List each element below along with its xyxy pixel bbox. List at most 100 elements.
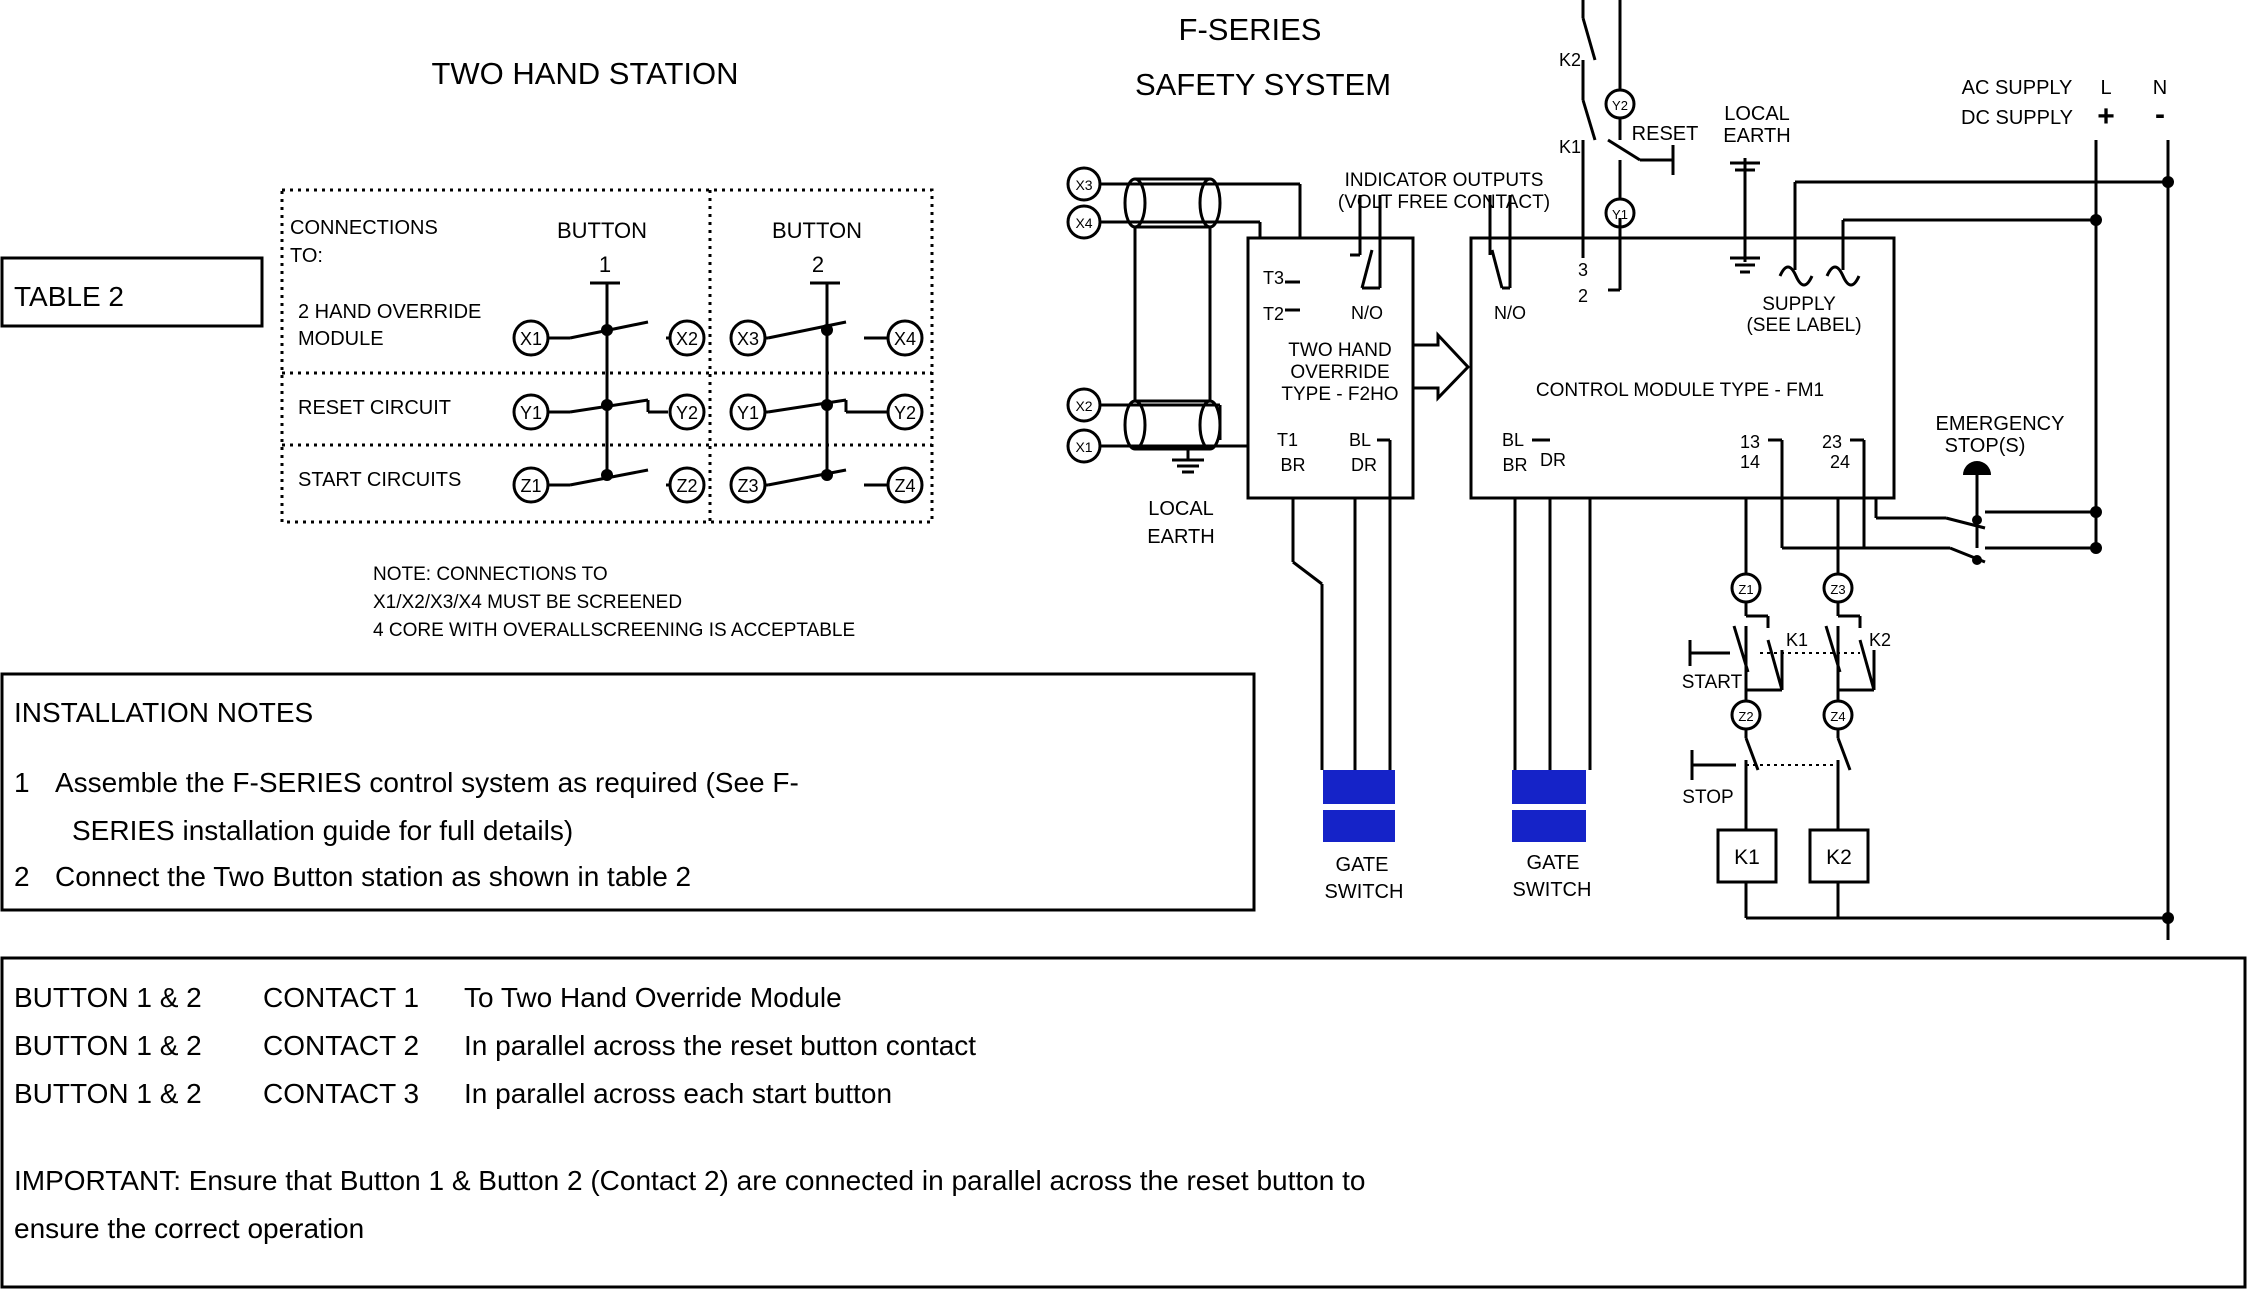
svg-text:Z3: Z3 bbox=[1830, 582, 1845, 597]
svg-text:X2: X2 bbox=[676, 329, 698, 349]
fm1-bl-label: BL bbox=[1502, 430, 1524, 450]
fm1-terminal-14: 14 bbox=[1740, 452, 1760, 472]
fm1-terminal-3: 3 bbox=[1578, 260, 1588, 280]
svg-text:Y1: Y1 bbox=[1612, 207, 1628, 222]
svg-text:BUTTON 1 & 2: BUTTON 1 & 2 bbox=[14, 1030, 202, 1061]
gate-switch-2-label-1: GATE bbox=[1527, 852, 1580, 874]
svg-text:Z2: Z2 bbox=[676, 476, 697, 496]
contact-info-box bbox=[0, 956, 2247, 1289]
supply-ac-icon bbox=[1825, 265, 1861, 287]
table-2-label: TABLE 2 bbox=[14, 281, 124, 312]
button-2-header: BUTTON bbox=[772, 218, 862, 243]
button-1-header: BUTTON bbox=[557, 218, 647, 243]
fm1-terminal-23: 23 bbox=[1822, 432, 1842, 452]
terminal-t1-label: T1 bbox=[1277, 430, 1298, 450]
gate-switch-1-upper bbox=[1323, 770, 1395, 804]
gate-switch-2-lower bbox=[1512, 810, 1586, 842]
arrow-icon bbox=[1413, 331, 1471, 402]
fm1-terminal-13: 13 bbox=[1740, 432, 1760, 452]
note-line-1: NOTE: CONNECTIONS TO bbox=[373, 564, 608, 585]
local-earth-right-label-2: EARTH bbox=[1723, 125, 1790, 147]
supply-n-label: N bbox=[2153, 77, 2167, 99]
f2ho-label-1: TWO HAND bbox=[1288, 340, 1391, 361]
svg-text:Y2: Y2 bbox=[1612, 98, 1628, 113]
local-earth-left-label-1: LOCAL bbox=[1148, 498, 1214, 520]
gate-switch-1-lower bbox=[1323, 810, 1395, 842]
schematic: X3 X4 X2 X1 LOCAL EARTH T3 bbox=[1066, 0, 2174, 940]
ac-supply-label: AC SUPPLY bbox=[1962, 77, 2073, 99]
svg-text:Y2: Y2 bbox=[894, 403, 916, 423]
svg-text:X3: X3 bbox=[1075, 177, 1092, 193]
fm1-terminal-2: 2 bbox=[1578, 286, 1588, 306]
gate-switch-2-upper bbox=[1512, 770, 1586, 804]
connections-label: CONNECTIONS bbox=[290, 217, 438, 239]
svg-text:Z3: Z3 bbox=[737, 476, 758, 496]
k1-contact-label: K1 bbox=[1786, 630, 1808, 650]
installation-notes-box bbox=[0, 672, 1256, 912]
terminal-z3-schematic: Z3 bbox=[1822, 572, 1854, 604]
important-line-1: IMPORTANT: Ensure that Button 1 & Button… bbox=[14, 1165, 1365, 1196]
svg-text:Z1: Z1 bbox=[520, 476, 541, 496]
button-2-number: 2 bbox=[812, 252, 824, 277]
table-2-border bbox=[280, 188, 934, 524]
installation-item-1-line-2: SERIES installation guide for full detai… bbox=[72, 815, 573, 846]
svg-text:Y1: Y1 bbox=[520, 403, 542, 423]
row-2-hand-override-label: 2 HAND OVERRIDE bbox=[298, 301, 481, 323]
connections-to-label: TO: bbox=[290, 245, 323, 267]
contact-row: BUTTON 1 & 2 CONTACT 3 In parallel acros… bbox=[14, 1078, 892, 1109]
supply-label-1: SUPPLY bbox=[1762, 294, 1836, 315]
terminal-x2: X2 bbox=[668, 319, 706, 357]
table-2: CONNECTIONS TO: BUTTON BUTTON 1 2 2 HAND… bbox=[280, 188, 934, 524]
indicator-outputs-label-2: (VOLT FREE CONTACT) bbox=[1338, 192, 1550, 213]
installation-item-2-number: 2 bbox=[14, 861, 30, 892]
svg-text:CONTACT 2: CONTACT 2 bbox=[263, 1030, 419, 1061]
button-1-number: 1 bbox=[599, 252, 611, 277]
installation-item-1-line-1: Assemble the F-SERIES control system as … bbox=[55, 767, 799, 798]
svg-text:Z1: Z1 bbox=[1738, 582, 1753, 597]
k2-coil-label: K2 bbox=[1826, 846, 1852, 869]
local-earth-left-label-2: EARTH bbox=[1147, 526, 1214, 548]
gate-switch-2-label-2: SWITCH bbox=[1513, 879, 1592, 901]
svg-text:X3: X3 bbox=[737, 329, 759, 349]
terminal-z1: Z1 bbox=[512, 466, 550, 504]
installation-item-1-number: 1 bbox=[14, 767, 30, 798]
svg-text:Z4: Z4 bbox=[1830, 709, 1845, 724]
svg-text:CONTACT 1: CONTACT 1 bbox=[263, 982, 419, 1013]
f2ho-br-label: BR bbox=[1280, 455, 1305, 475]
svg-text:Y2: Y2 bbox=[676, 403, 698, 423]
svg-text:X1: X1 bbox=[1075, 439, 1092, 455]
emergency-stop-label-1: EMERGENCY bbox=[1936, 413, 2065, 435]
terminal-t3-label: T3 bbox=[1263, 268, 1284, 288]
gate-switch-1-label-2: SWITCH bbox=[1325, 881, 1404, 903]
k2-contact-label: K2 bbox=[1869, 630, 1891, 650]
terminal-x1-schematic: X1 bbox=[1066, 428, 1102, 464]
svg-text:Z4: Z4 bbox=[894, 476, 915, 496]
svg-text:CONTACT 3: CONTACT 3 bbox=[263, 1078, 419, 1109]
terminal-x4: X4 bbox=[886, 319, 924, 357]
fm1-label: CONTROL MODULE TYPE - FM1 bbox=[1536, 380, 1824, 401]
terminal-x1: X1 bbox=[512, 319, 550, 357]
contact-row: BUTTON 1 & 2 CONTACT 1 To Two Hand Overr… bbox=[14, 982, 842, 1013]
installation-notes-heading: INSTALLATION NOTES bbox=[14, 697, 313, 728]
safety-system-title: SAFETY SYSTEM bbox=[1135, 67, 1391, 102]
svg-text:X1: X1 bbox=[520, 329, 542, 349]
terminal-z2-schematic: Z2 bbox=[1730, 699, 1762, 731]
emergency-stop-label-2: STOP(S) bbox=[1945, 435, 2026, 457]
svg-text:X2: X2 bbox=[1075, 398, 1092, 414]
fm1-dr-label: DR bbox=[1540, 450, 1566, 470]
f2ho-dr-label: DR bbox=[1351, 455, 1377, 475]
k1-coil bbox=[1716, 828, 1778, 884]
dc-supply-label: DC SUPPLY bbox=[1961, 107, 2073, 129]
start-label: START bbox=[1682, 672, 1743, 693]
terminal-x3-schematic: X3 bbox=[1066, 166, 1102, 202]
terminal-x4-schematic: X4 bbox=[1066, 204, 1102, 240]
f2ho-label-2: OVERRIDE bbox=[1290, 362, 1389, 383]
f-series-title: F-SERIES bbox=[1179, 12, 1322, 47]
two-hand-station-title: TWO HAND STATION bbox=[431, 56, 738, 91]
supply-ac-icon bbox=[1778, 265, 1814, 287]
k1-top-label: K1 bbox=[1559, 137, 1581, 157]
terminal-z3: Z3 bbox=[729, 466, 767, 504]
terminal-z2: Z2 bbox=[668, 466, 706, 504]
terminal-y1: Y1 bbox=[512, 393, 550, 431]
